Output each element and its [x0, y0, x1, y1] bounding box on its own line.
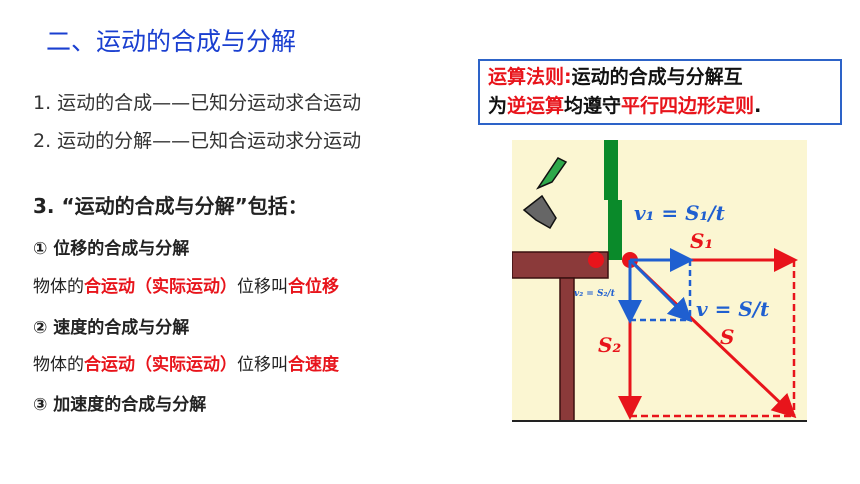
desc1-red2: 合位移 [288, 277, 339, 297]
s1-label: S₁ [690, 229, 713, 253]
section3-heading: 3. “运动的合成与分解”包括： [33, 194, 308, 218]
v-arrow [628, 258, 693, 323]
rule-red-a: 逆运算 [507, 95, 565, 117]
desc2-prefix: 物体的 [33, 355, 84, 375]
desc1-prefix: 物体的 [33, 277, 84, 297]
green-plate-bottom [608, 200, 622, 260]
item-velocity: ② 速度的合成与分解 [33, 318, 190, 338]
item-displacement: ① 位移的合成与分解 [33, 239, 190, 259]
desc2-mid: 位移叫 [237, 355, 288, 375]
desc1-mid: 位移叫 [237, 277, 288, 297]
ball-left [588, 252, 604, 268]
page-title: 二、运动的合成与分解 [46, 27, 297, 56]
motion-diagram: v₁ = S₁/t S₁ v₂ = S₂/t v = S/t S S₂ [511, 140, 807, 423]
rule-text1: 运动的合成与分解互 [571, 66, 743, 88]
rule-box: 运算法则:运动的合成与分解互 为逆运算均遵守平行四边形定则. [478, 59, 842, 125]
s2-label: S₂ [598, 333, 621, 357]
desc-velocity: 物体的合运动（实际运动）位移叫合速度 [33, 350, 339, 375]
motion-figure: v₁ = S₁/t S₁ v₂ = S₂/t v = S/t S S₂ [511, 140, 807, 423]
green-plate-top [604, 140, 618, 200]
desc1-red1: 合运动（实际运动） [84, 277, 237, 297]
v1-label: v₁ = S₁/t [634, 201, 726, 225]
rule-end: . [754, 95, 762, 117]
rule-line-1: 运算法则:运动的合成与分解互 [488, 63, 832, 92]
hammer-handle [535, 157, 568, 190]
desc2-red2: 合速度 [288, 355, 339, 375]
hammer-icon [522, 157, 568, 230]
v2-label: v₂ = S₂/t [574, 289, 616, 299]
s-label: S [720, 325, 734, 349]
table [511, 251, 609, 423]
rule-red-b: 平行四边形定则 [621, 95, 755, 117]
composition-line: 1. 运动的合成——已知分运动求合运动 [33, 92, 362, 114]
rule-text2a: 为 [488, 95, 508, 117]
decomposition-line: 2. 运动的分解——已知合运动求分运动 [33, 130, 362, 152]
rule-line-2: 为逆运算均遵守平行四边形定则. [488, 92, 832, 121]
rule-label: 运算法则: [488, 66, 572, 88]
desc-displacement: 物体的合运动（实际运动）位移叫合位移 [33, 272, 339, 297]
rule-text2b: 均遵守 [564, 95, 622, 117]
item-acceleration: ③ 加速度的合成与分解 [33, 395, 207, 415]
table-leg [559, 277, 575, 423]
hammer-head [522, 194, 557, 230]
v-label: v = S/t [696, 297, 770, 321]
desc2-red1: 合运动（实际运动） [84, 355, 237, 375]
